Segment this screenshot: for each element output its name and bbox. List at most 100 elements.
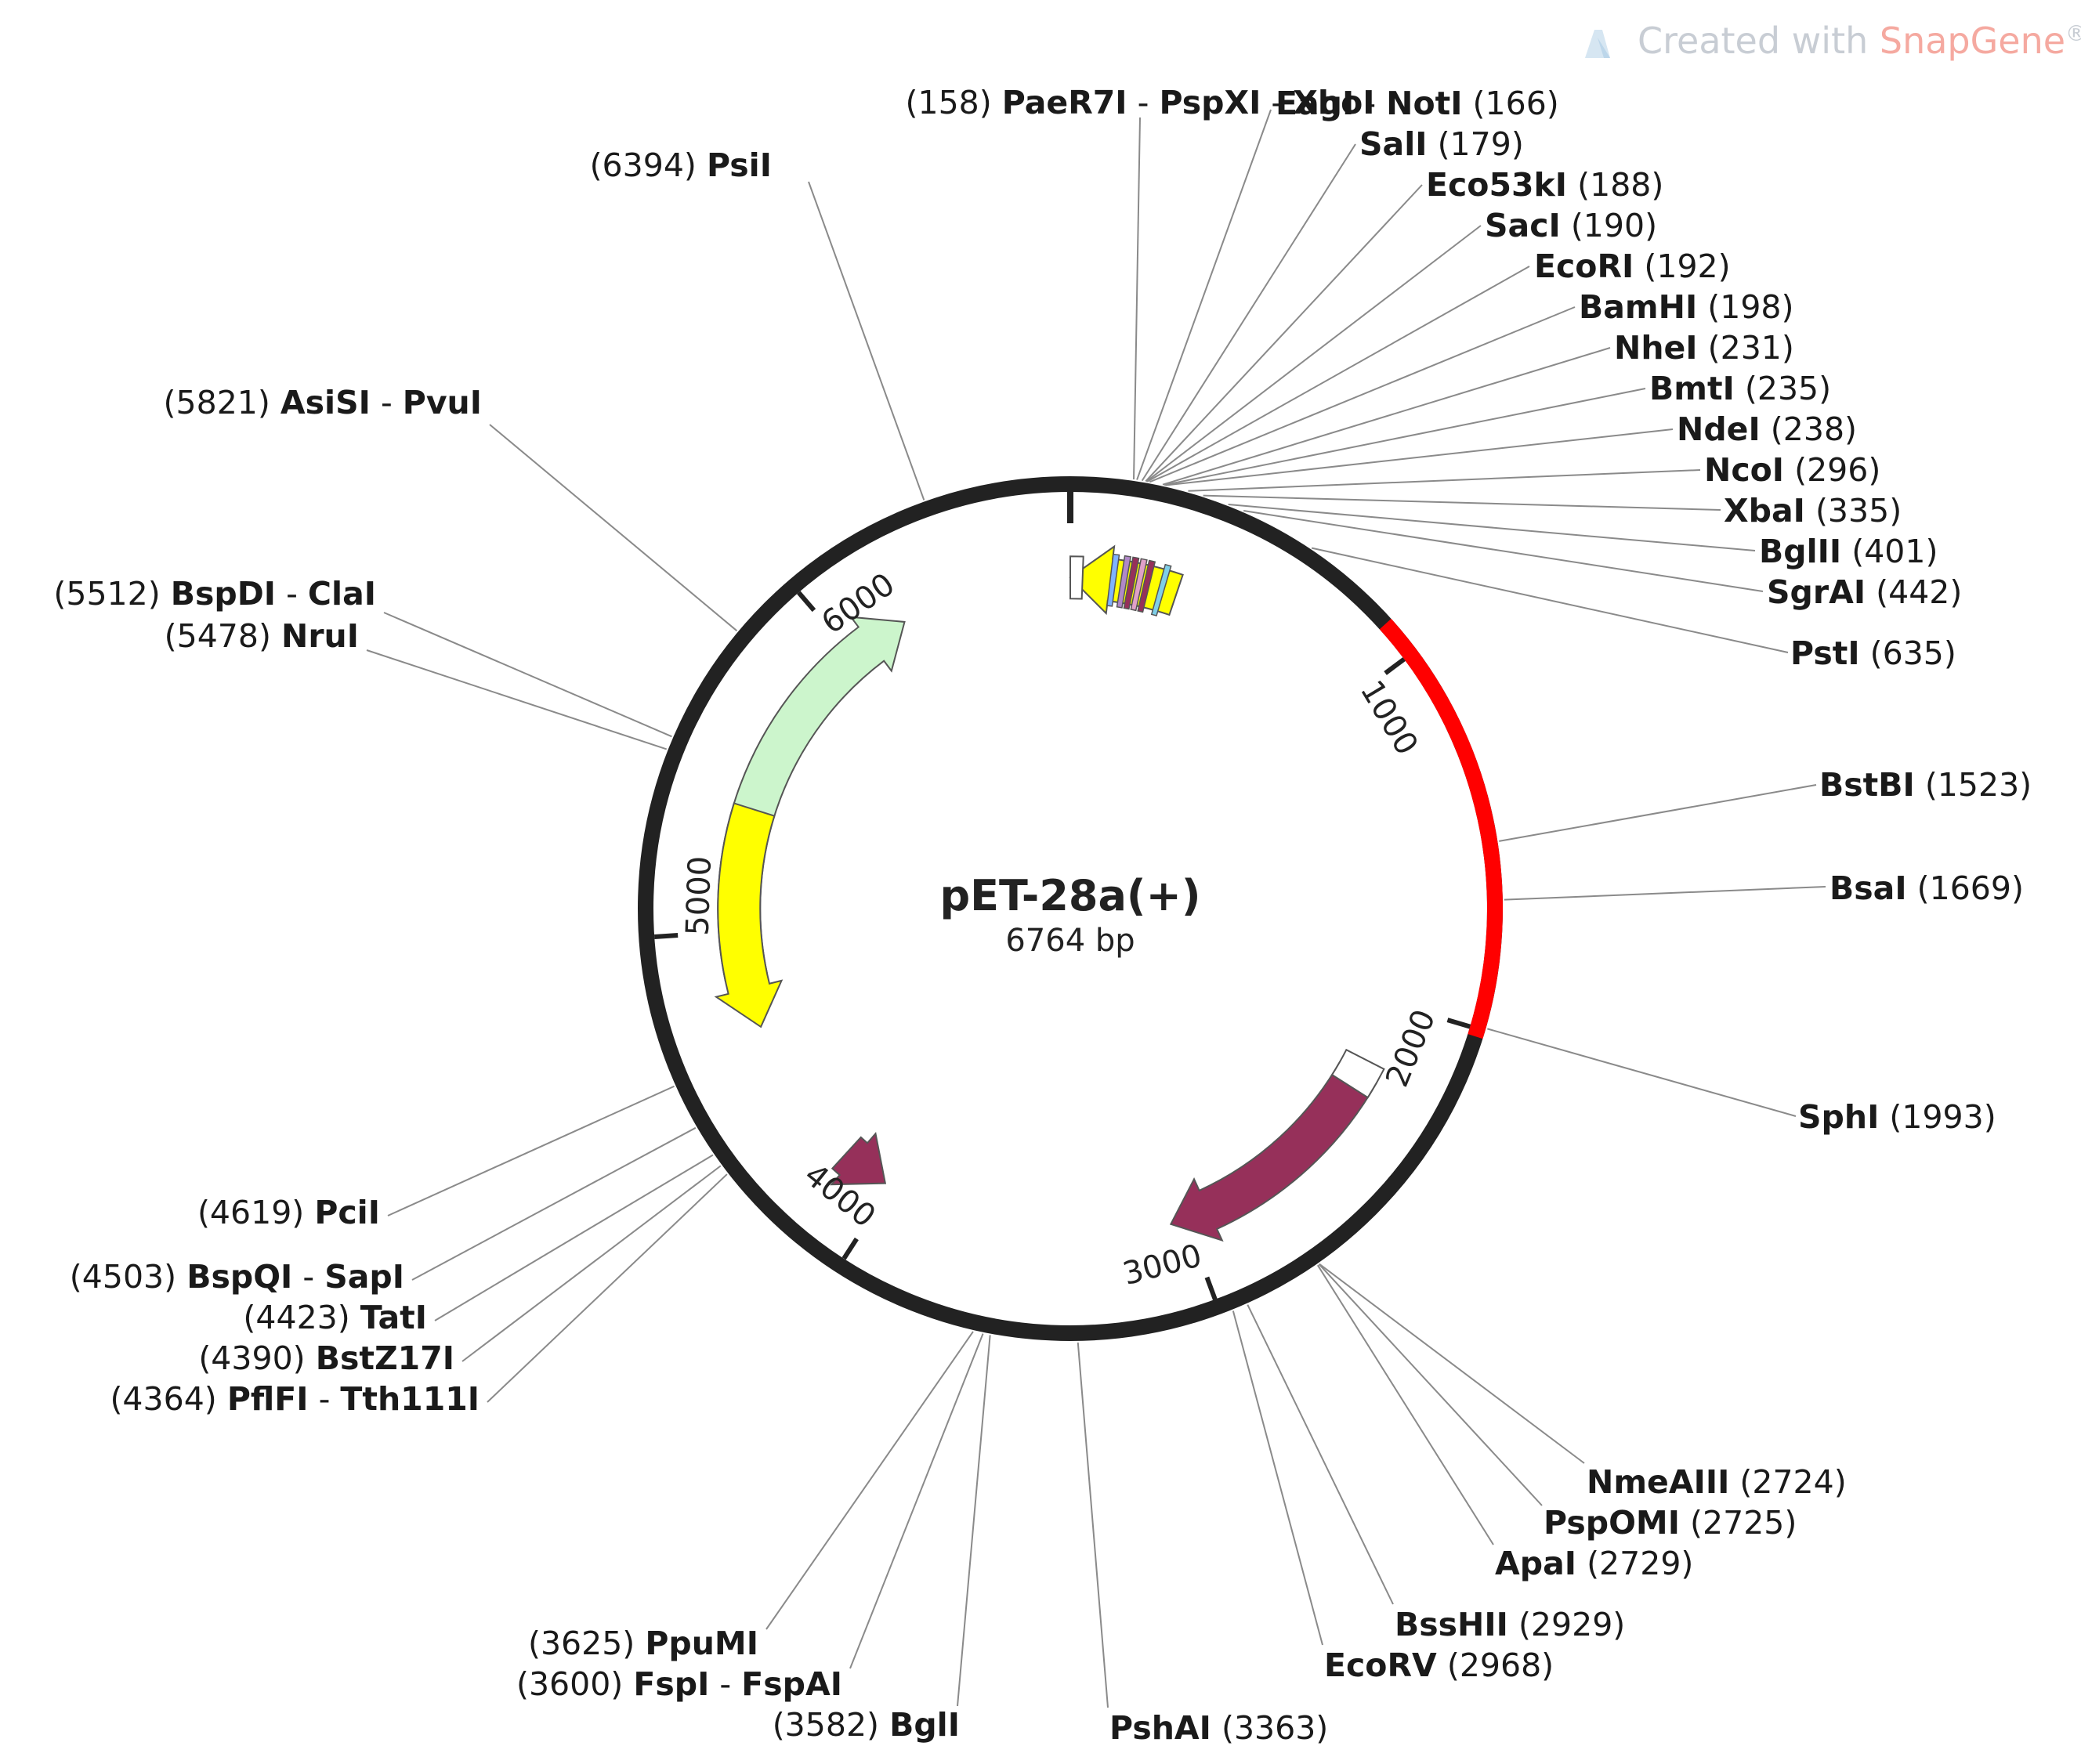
site-label: PstI (635) xyxy=(1790,634,1956,672)
site-label: (5478) NruI xyxy=(165,617,359,655)
enzyme-name: BspDI xyxy=(171,575,276,613)
site-position: (2725) xyxy=(1690,1504,1797,1542)
tick-mark xyxy=(1446,1018,1471,1029)
watermark: Created with SnapGene® xyxy=(1585,20,2081,62)
leader-line xyxy=(1499,784,1817,842)
site-position: (296) xyxy=(1794,451,1880,489)
plasmid-size: 6764 bp xyxy=(1005,923,1135,959)
site-label: (3582) BglI xyxy=(773,1706,960,1744)
leader-line xyxy=(849,1333,984,1669)
site-label: EcoRI (192) xyxy=(1534,248,1731,285)
site-position: (6394) xyxy=(590,146,697,184)
site-label: BsaI (1669) xyxy=(1829,869,2024,907)
small-feature-block xyxy=(1137,559,1156,613)
site-position: (198) xyxy=(1707,288,1793,326)
site-label: BmtI (235) xyxy=(1649,370,1831,407)
enzyme-name: PpuMI xyxy=(645,1625,758,1662)
site-position: (4503) xyxy=(70,1258,176,1296)
site-label: BssHII (2929) xyxy=(1395,1606,1625,1643)
snapgene-logo-icon xyxy=(1585,30,1610,58)
leader-line xyxy=(489,424,738,632)
enzyme-name: SalI xyxy=(1359,125,1428,163)
site-label: (3625) PpuMI xyxy=(528,1625,758,1662)
feature-box-white-top xyxy=(1069,555,1084,600)
enzyme-name: BglI xyxy=(889,1706,960,1744)
site-position: (2968) xyxy=(1447,1647,1554,1684)
enzyme-name: BmtI xyxy=(1649,370,1735,407)
small-feature-block xyxy=(1123,556,1140,610)
enzyme-name: SphI xyxy=(1798,1098,1879,1136)
enzyme-name: Eco53kI xyxy=(1426,166,1567,204)
leader-line xyxy=(434,1154,714,1321)
enzyme-name: TatI xyxy=(360,1299,427,1336)
enzyme-name: NcoI xyxy=(1704,451,1784,489)
site-label: (4619) PciI xyxy=(197,1194,380,1231)
site-position: (4364) xyxy=(110,1380,216,1418)
site-position: (1993) xyxy=(1889,1098,1996,1136)
site-label: (4390) BstZ17I xyxy=(198,1339,454,1377)
site-position: (1669) xyxy=(1917,869,2024,907)
site-label: BstBI (1523) xyxy=(1819,766,2032,804)
enzyme-name: PstI xyxy=(1790,634,1860,672)
leader-line xyxy=(1247,1304,1394,1605)
site-position: (166) xyxy=(1473,85,1559,122)
leader-line xyxy=(1311,547,1789,653)
leader-line xyxy=(1318,1263,1543,1506)
site-position: (3363) xyxy=(1221,1709,1328,1747)
site-position: (158) xyxy=(905,84,991,121)
enzyme-name: BamHI xyxy=(1579,288,1697,326)
highlighted-region xyxy=(1379,618,1503,1039)
site-position: (1523) xyxy=(1925,766,2032,804)
site-label: NdeI (238) xyxy=(1677,410,1857,448)
leader-line xyxy=(1487,1028,1797,1117)
site-label: PspOMI (2725) xyxy=(1544,1504,1797,1542)
feature-box-white-right xyxy=(1330,1048,1385,1099)
site-label: (4503) BspQI - SapI xyxy=(70,1258,404,1296)
site-label: EcoRV (2968) xyxy=(1324,1647,1554,1684)
site-position: (231) xyxy=(1708,329,1794,367)
leader-line xyxy=(366,649,668,750)
enzyme-name: PspXI xyxy=(1159,84,1261,121)
site-position: (2729) xyxy=(1587,1545,1693,1582)
leader-line xyxy=(1149,306,1576,483)
small-feature-block xyxy=(1116,555,1131,609)
site-label: SacI (190) xyxy=(1485,207,1657,244)
site-label: ApaI (2729) xyxy=(1495,1545,1693,1582)
leader-line xyxy=(1165,428,1674,486)
enzyme-name: PciI xyxy=(314,1194,380,1231)
watermark-text: Created with SnapGene® xyxy=(1638,20,2081,62)
site-label: NcoI (296) xyxy=(1704,451,1880,489)
leader-line xyxy=(1146,266,1530,483)
site-label: EagI - NotI (166) xyxy=(1276,85,1559,122)
site-position: (4619) xyxy=(197,1194,304,1231)
tick-mark xyxy=(1384,657,1406,675)
site-label: (158) PaeR7I - PspXI - XhoI xyxy=(905,84,1374,121)
small-feature-block xyxy=(1130,558,1148,612)
enzyme-name: XbaI xyxy=(1724,492,1805,530)
leader-line xyxy=(1188,469,1701,492)
enzyme-name: BsaI xyxy=(1829,869,1907,907)
leader-line xyxy=(1243,510,1764,592)
site-label: NmeAIII (2724) xyxy=(1587,1463,1847,1501)
leader-line xyxy=(1145,184,1423,483)
leader-lines xyxy=(366,109,1826,1708)
leader-line xyxy=(1319,1263,1585,1464)
site-label: SgrAI (442) xyxy=(1767,573,1962,611)
backbone-ring xyxy=(638,476,1503,1341)
site-label: (5821) AsiSI - PvuI xyxy=(164,384,482,421)
enzyme-name: ApaI xyxy=(1495,1545,1576,1582)
enzyme-name: NdeI xyxy=(1677,410,1761,448)
site-label: NheI (231) xyxy=(1614,329,1794,367)
enzyme-name: SgrAI xyxy=(1767,573,1866,611)
site-position: (5478) xyxy=(165,617,271,655)
enzyme-name: SapI xyxy=(324,1258,404,1296)
enzyme-name: BglII xyxy=(1759,533,1841,570)
enzyme-name: PaeR7I xyxy=(1002,84,1127,121)
small-feature-block xyxy=(1150,563,1172,617)
leader-line xyxy=(1141,143,1356,482)
leader-line xyxy=(383,612,672,738)
site-position: (335) xyxy=(1815,492,1902,530)
leader-line xyxy=(957,1335,991,1707)
site-label: SphI (1993) xyxy=(1798,1098,1996,1136)
tick-label: 3000 xyxy=(1119,1238,1205,1292)
